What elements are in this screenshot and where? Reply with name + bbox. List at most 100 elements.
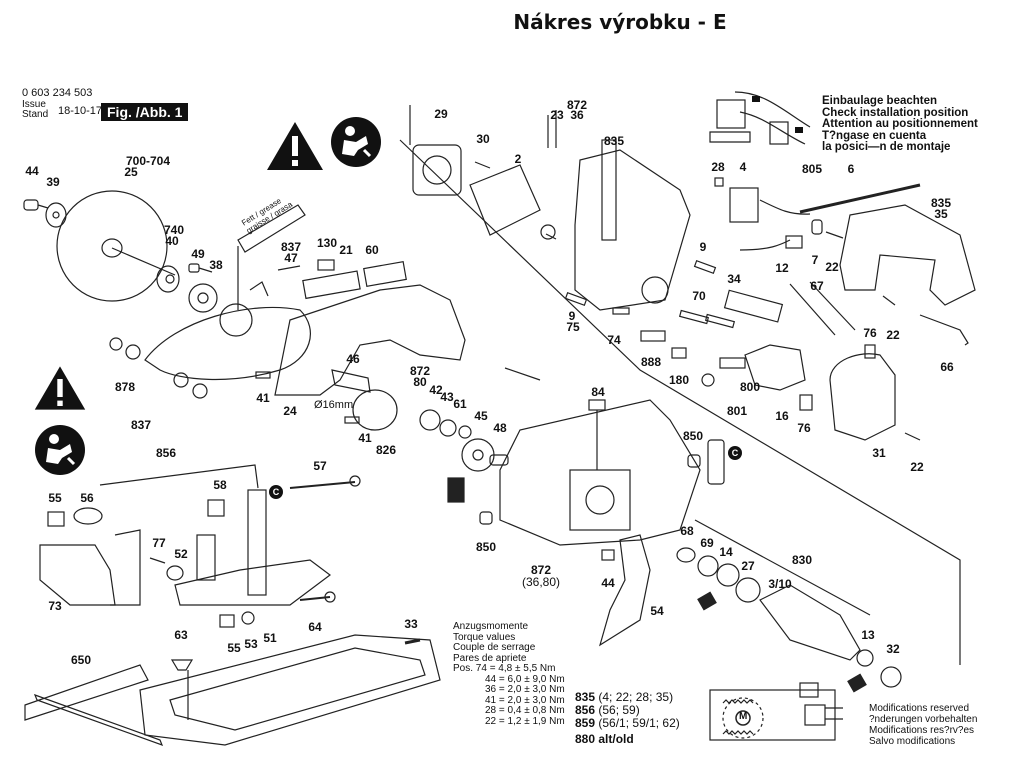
switch-4: [729, 187, 759, 223]
part-label: 64: [308, 620, 322, 634]
label-9b: [564, 291, 588, 307]
coupling-sleeve: [447, 477, 465, 503]
installation-note: Einbaulage beachten Check installation p…: [822, 95, 978, 154]
warning-triangle-icon: [267, 122, 323, 170]
part-label: 835: [603, 134, 625, 148]
part-label: 55: [48, 491, 62, 505]
guard-lever: [249, 281, 269, 297]
guide-bar: [247, 489, 267, 596]
label-60: [363, 260, 407, 288]
label-180: [671, 347, 687, 359]
handle-35: [839, 204, 976, 306]
part-label: 47: [284, 251, 298, 265]
spacer-52: [166, 565, 184, 581]
part-label: 856: [155, 446, 177, 460]
part-label: (36,80): [521, 575, 561, 589]
torque-row: 28 = 0,4 ± 0,8 Nm: [485, 705, 565, 716]
part-label: 68: [680, 524, 694, 538]
bearing-69: [697, 555, 719, 577]
part-label: 66: [940, 360, 954, 374]
connector-12: [785, 235, 803, 249]
part-label: 48: [493, 421, 507, 435]
installation-note-line: Check installation position: [822, 106, 969, 119]
part-label: 46: [346, 352, 360, 366]
gear-45: [461, 438, 495, 472]
screw-74: [612, 307, 630, 315]
lower-guard: [144, 306, 311, 381]
part-label: 872: [409, 364, 431, 378]
ring-68: [676, 547, 696, 563]
part-label: 75: [566, 320, 580, 334]
motor-cap-31: [829, 353, 896, 441]
part-label: 58: [213, 478, 227, 492]
part-label: 74: [607, 333, 621, 347]
callout-marker-c: C: [728, 446, 742, 460]
bearing-27: [735, 577, 761, 603]
part-label: 6: [847, 162, 855, 176]
brush-plate-16: [744, 344, 806, 391]
part-34: [723, 289, 784, 323]
screw-44b: [601, 549, 615, 561]
legend-number: 835: [575, 690, 596, 704]
modifications-line: ?nderungen vorbehalten: [869, 714, 978, 725]
spring-801: [701, 373, 715, 387]
motor-housing-835: [574, 149, 691, 311]
saw-blade: [56, 190, 176, 302]
read-manual-icon: [35, 425, 85, 475]
part-label: 805: [801, 162, 823, 176]
wiring-diagram: [709, 682, 843, 741]
part-label: 22: [910, 460, 924, 474]
modifications-line: Modifications reserved: [869, 703, 970, 714]
part-label: 14: [719, 545, 733, 559]
issue-label-de: Stand: [22, 109, 49, 120]
part-label: 77: [152, 536, 166, 550]
spring-23: [547, 110, 557, 148]
base-plate-51: [139, 634, 441, 746]
part-label: 43: [440, 390, 454, 404]
ring-43: [439, 419, 457, 437]
motor-symbol-circle: [735, 710, 751, 726]
part-label: 67: [810, 279, 824, 293]
legend-row: 835 (4; 22; 28; 35): [575, 691, 680, 704]
part-label: 801: [726, 404, 748, 418]
screw-57: [289, 481, 356, 489]
part-label: 826: [375, 443, 397, 457]
part-label: 41: [358, 431, 372, 445]
label-84: [588, 399, 606, 411]
part-label: 41: [256, 391, 270, 405]
part-label: 850: [475, 540, 497, 554]
brush-800: [719, 357, 746, 369]
modifications-line: Modifications res?rv?es: [869, 725, 975, 736]
screw-41b: [344, 416, 360, 424]
part-label: 800: [739, 380, 761, 394]
part-label: 740: [163, 223, 185, 237]
part-label: 51: [263, 631, 277, 645]
screw-22b: [882, 295, 896, 306]
warning-triangle-icon: [34, 366, 86, 410]
part-label: 32: [886, 642, 900, 656]
issue-label-en: Issue: [22, 99, 46, 110]
sleeve-56: [73, 507, 103, 525]
torque-row: 22 = 1,2 ± 1,9 Nm: [485, 715, 565, 727]
issue-date: 18-10-17: [58, 105, 103, 117]
flange-40: [156, 265, 180, 293]
part-label: 54: [650, 604, 664, 618]
thermal-symbol: [847, 673, 867, 693]
parallel-guide-856: [99, 464, 259, 489]
pin-33: [404, 638, 421, 645]
bushing-850a: [687, 454, 701, 468]
part-label: 28: [711, 160, 725, 174]
part-label: 21: [339, 243, 353, 257]
ring-61: [458, 425, 472, 439]
rip-fence-650: [24, 664, 149, 721]
part-label: 22: [886, 328, 900, 342]
installation-note-line: Einbaulage beachten: [822, 95, 938, 107]
torque-heading: Anzugsmomente: [453, 621, 529, 632]
part-label: 60: [365, 243, 379, 257]
part-label: 61: [453, 397, 467, 411]
torque-row: 36 = 2,0 ± 3,0 Nm: [485, 684, 565, 695]
part-label: 12: [775, 261, 789, 275]
guide-70b: [704, 313, 736, 329]
legend-number: 859: [575, 716, 596, 730]
screw-28: [714, 177, 724, 187]
